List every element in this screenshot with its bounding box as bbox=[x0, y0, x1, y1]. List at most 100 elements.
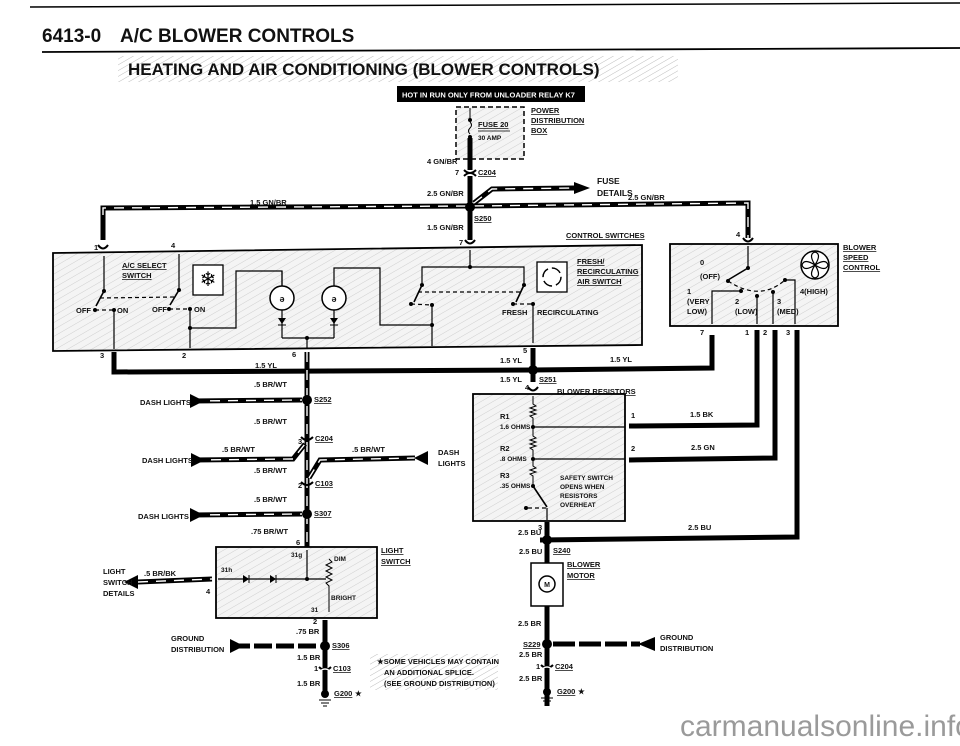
wire-label: 2.5 BR bbox=[519, 674, 543, 683]
splice-s250 bbox=[465, 202, 475, 212]
wire-label: 1.5 GN/BR bbox=[250, 198, 287, 207]
pin-label: 3 bbox=[786, 328, 790, 337]
pin-label: 2 bbox=[298, 481, 302, 490]
dash-lights-label[interactable]: LIGHTS bbox=[438, 459, 466, 468]
pin-label: 6 bbox=[292, 350, 296, 359]
pin-label: 7 bbox=[459, 238, 463, 247]
dash-lights-label[interactable]: DASH LIGHTS bbox=[140, 398, 191, 407]
arrow-light-switch-details-icon bbox=[124, 575, 138, 589]
svg-text:ə: ə bbox=[279, 294, 284, 304]
splice-label: S229 bbox=[523, 640, 541, 649]
splice-blower-bu bbox=[542, 535, 552, 545]
power-banner bbox=[397, 86, 585, 102]
position-label: 0 bbox=[700, 258, 704, 267]
position-label: 2 bbox=[735, 297, 739, 306]
wire-label: 1.5 YL bbox=[500, 375, 522, 384]
ground-symbol-icon bbox=[541, 697, 553, 705]
diagram-title: HEATING AND AIR CONDITIONING (BLOWER CON… bbox=[128, 60, 600, 79]
pin-label: 1 bbox=[314, 664, 318, 673]
wire-gnbr-bus bbox=[100, 200, 751, 238]
connector-c204-bottom bbox=[540, 664, 554, 669]
wire-label: 2.5 GN bbox=[691, 443, 715, 452]
pin-label: 3 bbox=[100, 351, 104, 360]
star-icon: ★ bbox=[578, 687, 586, 696]
terminal-label: 31h bbox=[221, 567, 232, 574]
dash-lights-label[interactable]: DASH LIGHTS bbox=[138, 512, 189, 521]
diode-icon bbox=[243, 575, 249, 583]
fresh-recirc-label-1: FRESH/ bbox=[577, 257, 605, 266]
splice-s307 bbox=[302, 509, 312, 519]
wire-label: .5 BR/WT bbox=[254, 380, 287, 389]
splice-label: S252 bbox=[314, 395, 332, 404]
pin-label: 4 bbox=[736, 230, 741, 239]
pin-label: 1 bbox=[631, 411, 635, 420]
fuse-details-label-1[interactable]: FUSE bbox=[597, 176, 620, 186]
terminal-label: 31g bbox=[291, 552, 302, 559]
page-header: 6413-0 A/C BLOWER CONTROLS HEATING AND A… bbox=[29, 2, 960, 82]
terminal-label: 31 bbox=[311, 607, 319, 614]
splice-label: S250 bbox=[474, 214, 492, 223]
position-label: OFF bbox=[152, 305, 167, 314]
footnote-line: AN ADDITIONAL SPLICE. bbox=[384, 668, 474, 677]
footnote-band bbox=[370, 654, 498, 690]
resistor-r1-icon bbox=[528, 396, 538, 427]
pin-label: 3 bbox=[298, 437, 302, 446]
wire-label: .75 BR/WT bbox=[251, 527, 289, 536]
ground-g200-left bbox=[321, 690, 329, 698]
position-label: (LOW) bbox=[735, 307, 758, 316]
wire-label: 1.5 YL bbox=[255, 361, 277, 370]
resistor-name: R2 bbox=[500, 444, 510, 453]
connector-c204-mid bbox=[300, 436, 314, 441]
snowflake-icon: ❄ bbox=[200, 267, 217, 291]
fresh-recirc-label-2: RECIRCULATING bbox=[577, 267, 639, 276]
watermark: carmanualsonline.info bbox=[680, 710, 960, 743]
connector-label: C103 bbox=[333, 664, 351, 673]
wire-label: .5 BR/WT bbox=[254, 417, 287, 426]
ground-g200-right bbox=[543, 688, 551, 696]
fuse-details-label-2[interactable]: DETAILS bbox=[597, 188, 633, 198]
light-switch-details-label[interactable]: SWITCH bbox=[103, 578, 133, 587]
blower-resistors-label: BLOWER RESISTORS bbox=[557, 387, 636, 396]
light-switch-box bbox=[215, 546, 378, 619]
wire-label: 2.5 BR bbox=[518, 619, 542, 628]
splice-s252 bbox=[302, 395, 312, 405]
ground-dist-label[interactable]: DISTRIBUTION bbox=[660, 644, 713, 653]
fuse-terminal bbox=[468, 118, 472, 122]
fuse-rating: 30 AMP bbox=[478, 135, 502, 142]
wire-label: 1.5 YL bbox=[610, 355, 632, 364]
wire-2.5-bu bbox=[539, 330, 800, 543]
light-switch-label-2: SWITCH bbox=[381, 557, 411, 566]
position-label: FRESH bbox=[502, 308, 527, 317]
resistor-r3-icon bbox=[528, 459, 538, 485]
pin-label: 2 bbox=[631, 444, 635, 453]
pdb-label-3: BOX bbox=[531, 126, 547, 135]
ac-select-label-2: SWITCH bbox=[122, 271, 152, 280]
dash-lights-label[interactable]: DASH LIGHTS bbox=[142, 456, 193, 465]
arrow-dash-lights-icon bbox=[414, 451, 428, 465]
ground-symbol-icon bbox=[319, 699, 331, 707]
ground-dist-label[interactable]: DISTRIBUTION bbox=[171, 645, 224, 654]
splice-label: S251 bbox=[539, 375, 557, 384]
safety-note: OVERHEAT bbox=[560, 502, 596, 509]
ground-dist-label[interactable]: GROUND bbox=[171, 634, 205, 643]
arrow-dash-lights-icon bbox=[191, 453, 205, 467]
position-label: 1 bbox=[687, 287, 691, 296]
light-switch-details-label[interactable]: LIGHT bbox=[103, 567, 126, 576]
wire-label: 2.5 BU bbox=[518, 528, 541, 537]
power-banner-text: HOT IN RUN ONLY FROM UNLOADER RELAY K7 bbox=[402, 91, 575, 100]
splice-label: S307 bbox=[314, 509, 332, 518]
blower-resistors-box bbox=[472, 393, 626, 522]
section-number: 6413-0 bbox=[42, 26, 101, 47]
ground-dist-label[interactable]: GROUND bbox=[660, 633, 694, 642]
resistor-value: 1.6 OHMS bbox=[500, 424, 531, 431]
position-label: 3 bbox=[777, 297, 781, 306]
dash-lights-label[interactable]: DASH bbox=[438, 448, 459, 457]
control-switches-label: CONTROL SWITCHES bbox=[566, 231, 645, 240]
diode-icon bbox=[278, 318, 286, 324]
wire-label: 1.5 BK bbox=[690, 410, 714, 419]
wire-label: .5 BR/WT bbox=[254, 495, 287, 504]
light-switch-details-label[interactable]: DETAILS bbox=[103, 589, 135, 598]
arrow-dash-lights-icon bbox=[190, 394, 204, 408]
blower-motor-label-2: MOTOR bbox=[567, 571, 595, 580]
position-label: (OFF) bbox=[700, 272, 720, 281]
